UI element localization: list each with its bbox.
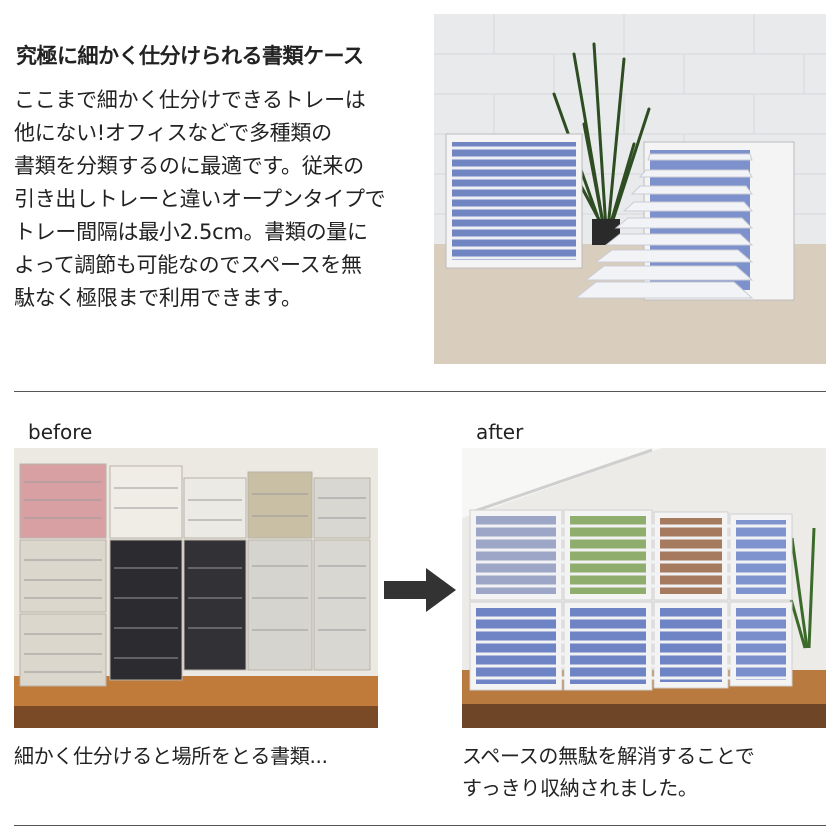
- before-caption: 細かく仕分けると場所をとる書類...: [14, 740, 328, 772]
- after-label: after: [476, 420, 524, 444]
- intro-line: 駄なく極限まで利用できます。: [14, 286, 302, 310]
- right-arrow-icon: [384, 568, 456, 612]
- intro-line: 他にない!オフィスなどで多種類の: [14, 121, 332, 145]
- before-photo: [14, 448, 378, 728]
- after-caption: スペースの無駄を解消することで すっきり収納されました。: [462, 740, 755, 804]
- intro-line: よって調節も可能なのでスペースを無: [14, 253, 362, 277]
- before-caption-line: 細かく仕分けると場所をとる書類...: [14, 744, 328, 768]
- intro-line: トレー間隔は最小2.5cm。書類の量に: [14, 220, 368, 244]
- before-label: before: [28, 420, 93, 444]
- before-photo-drawing: [14, 448, 378, 728]
- intro-line: ここまで細かく仕分けできるトレーは: [14, 88, 366, 112]
- page-title: 究極に細かく仕分けられる書類ケース: [16, 44, 364, 68]
- intro-line: 書類を分類するのに最適です。従来の: [14, 154, 364, 178]
- product-photo-drawing: [434, 14, 826, 364]
- after-caption-line: スペースの無駄を解消することで: [462, 744, 755, 768]
- intro-text: ここまで細かく仕分けできるトレーは 他にない!オフィスなどで多種類の 書類を分類…: [14, 84, 414, 315]
- after-photo: [462, 448, 826, 728]
- bottom-divider: [14, 825, 826, 826]
- intro-line: 引き出しトレーと違いオープンタイプで: [14, 187, 386, 211]
- section-divider: [14, 391, 826, 392]
- after-photo-drawing: [462, 448, 826, 728]
- after-caption-line: すっきり収納されました。: [462, 776, 698, 800]
- product-photo: [434, 14, 826, 364]
